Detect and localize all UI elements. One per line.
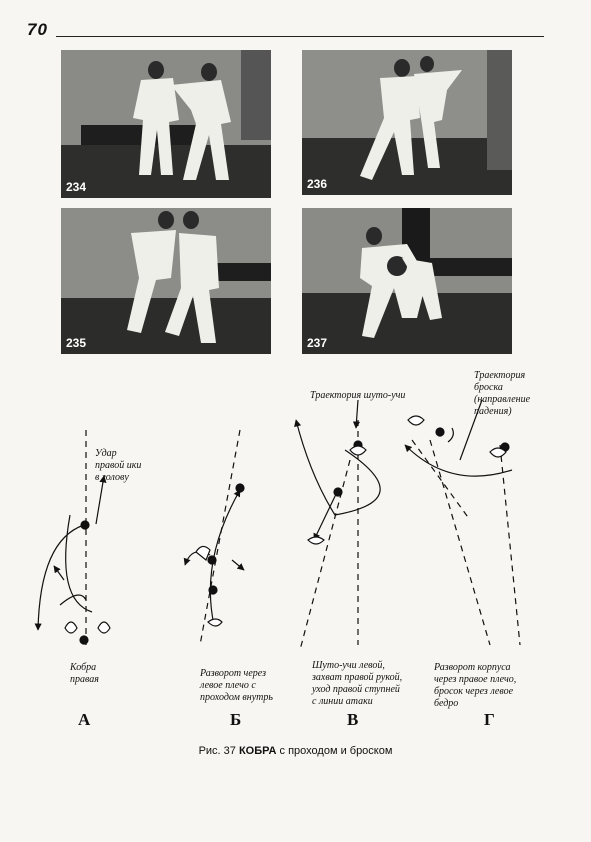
photo-237: 237 [302,208,512,354]
diagram-g-letter: Г [484,710,495,729]
diagram-b-axis [199,429,241,646]
diagram-a-strike-arrow [95,475,107,525]
diagram-v-trajectory [294,419,381,516]
photo-234: 234 [61,50,271,198]
diagram-g-bottom-label: Разворот корпуса через правое плечо, бро… [434,662,517,709]
page-number: 70 [27,20,48,39]
diagram-g-axis [499,444,521,646]
figure-caption: Рис. 37 КОБРА с проходом и броском [0,745,591,757]
photo-235: 235 [61,208,271,354]
diagram-b-letter: Б [230,710,242,729]
diagram-b-bottom-label: Разворот через левое плечо с проходом вн… [200,668,273,703]
diagram-v-bottom-label: Шуто-учи левой, захват правой рукой, ухо… [312,660,403,707]
caption-rest: с проходом и броском [279,745,393,757]
photo-number: 234 [66,180,87,194]
diagram-v-letter: В [347,710,359,729]
diagram-a-bottom-label: Кобра правая [70,662,99,685]
technique-diagrams [34,399,521,651]
diagram-g-throw-trajectory [404,444,513,477]
photo-number: 237 [307,336,328,350]
diagram-a-letter: А [78,710,91,729]
photo-236: 236 [302,50,512,195]
diagram-a-curve-left [34,524,85,631]
diagram-a-head-top [80,520,90,530]
diagram-a-top-label: Удар правой ики в голову [95,448,142,483]
diagram-g-top-label: Траектория броска (направление падения) [474,370,531,417]
header-rule [56,36,544,37]
photo-number: 235 [66,336,87,350]
caption-title: КОБРА [238,745,277,757]
caption-prefix: Рис. 37 [198,745,236,757]
diagram-v-top-label: Траектория шуто-учи [310,390,406,401]
photo-number: 236 [307,177,328,191]
